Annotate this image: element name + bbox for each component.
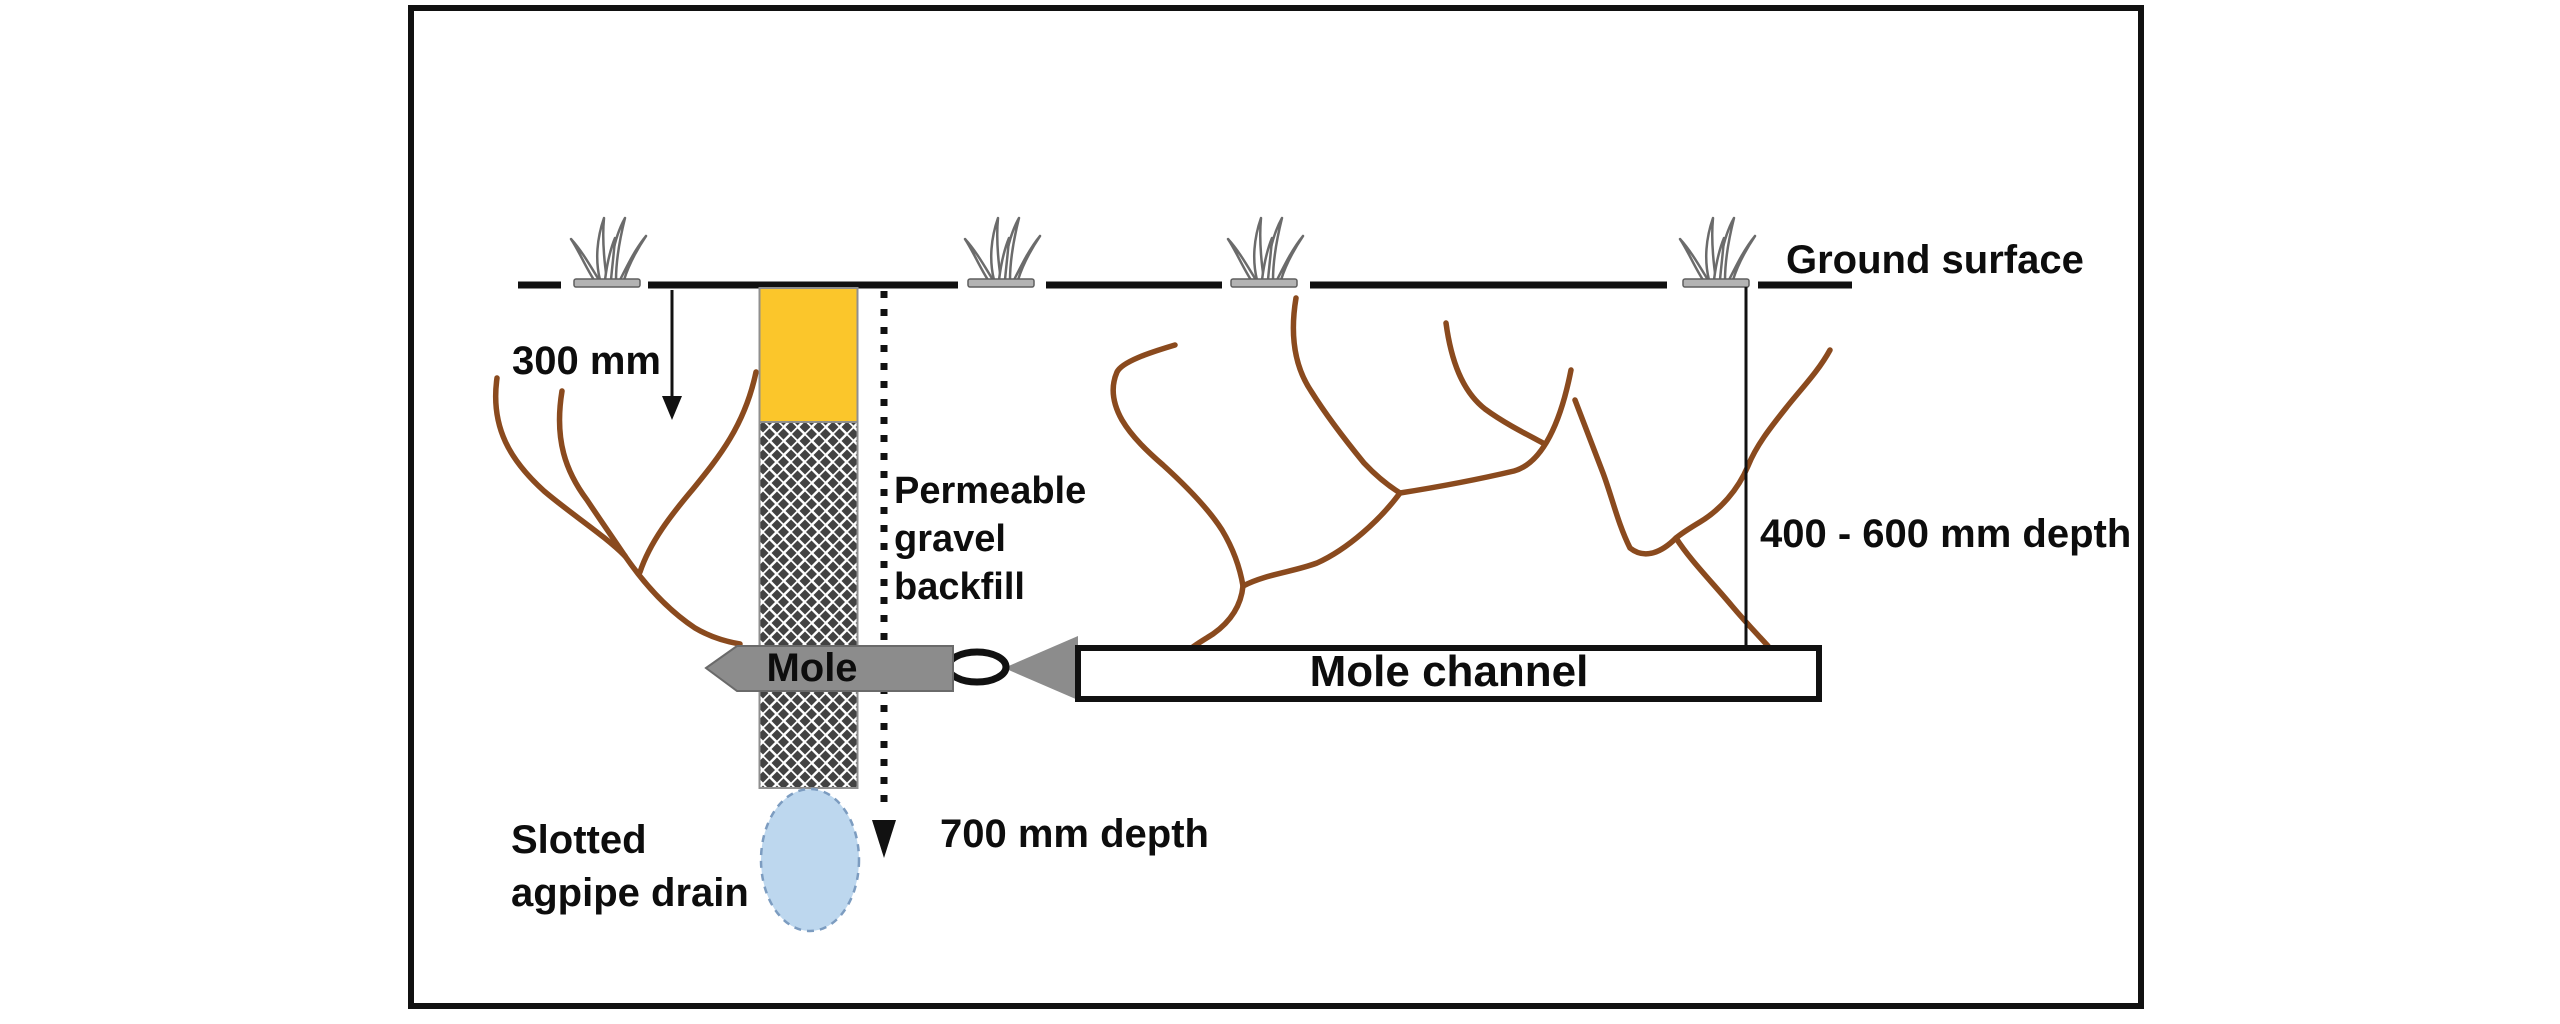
mole-channel-box (1075, 645, 1822, 702)
mole-plow-triangle-icon (1004, 636, 1078, 700)
depth-700-arrowhead-icon (872, 820, 896, 858)
grass-tuft-icon (963, 216, 1042, 289)
permeable-gravel-backfill-label: Permeable gravel backfill (894, 470, 1087, 608)
soil-cracks-left-cluster (493, 369, 759, 647)
mole-channel-label: Mole channel (1309, 646, 1589, 696)
mole-label: Mole (766, 646, 858, 690)
grass-tuft-icon (1226, 216, 1305, 289)
depth-300-arrowhead-icon (662, 396, 682, 420)
grass-tuft-icon (569, 216, 648, 289)
depth-300-label: 300 mm (512, 339, 661, 383)
soil-cracks-middle-cluster (1110, 295, 1679, 654)
depth-700-label: 700 mm depth (940, 812, 1209, 856)
figure-border (408, 5, 2144, 1009)
slotted-agpipe-drain-label: Slotted agpipe drain (511, 818, 749, 916)
topsoil-plug (758, 287, 859, 423)
mole-plug-ellipse-icon (944, 648, 1010, 686)
mole-arrow-shape (704, 645, 954, 692)
depth-400-600-label: 400 - 600 mm depth (1760, 512, 2132, 556)
soil-cracks-right-cluster (1673, 347, 1833, 649)
permeable-gravel-backfill-column (758, 421, 859, 789)
grass-tuft-icon (1678, 216, 1757, 289)
slotted-agpipe-drain-ellipse (759, 787, 861, 933)
ground-surface-label: Ground surface (1786, 238, 2084, 282)
